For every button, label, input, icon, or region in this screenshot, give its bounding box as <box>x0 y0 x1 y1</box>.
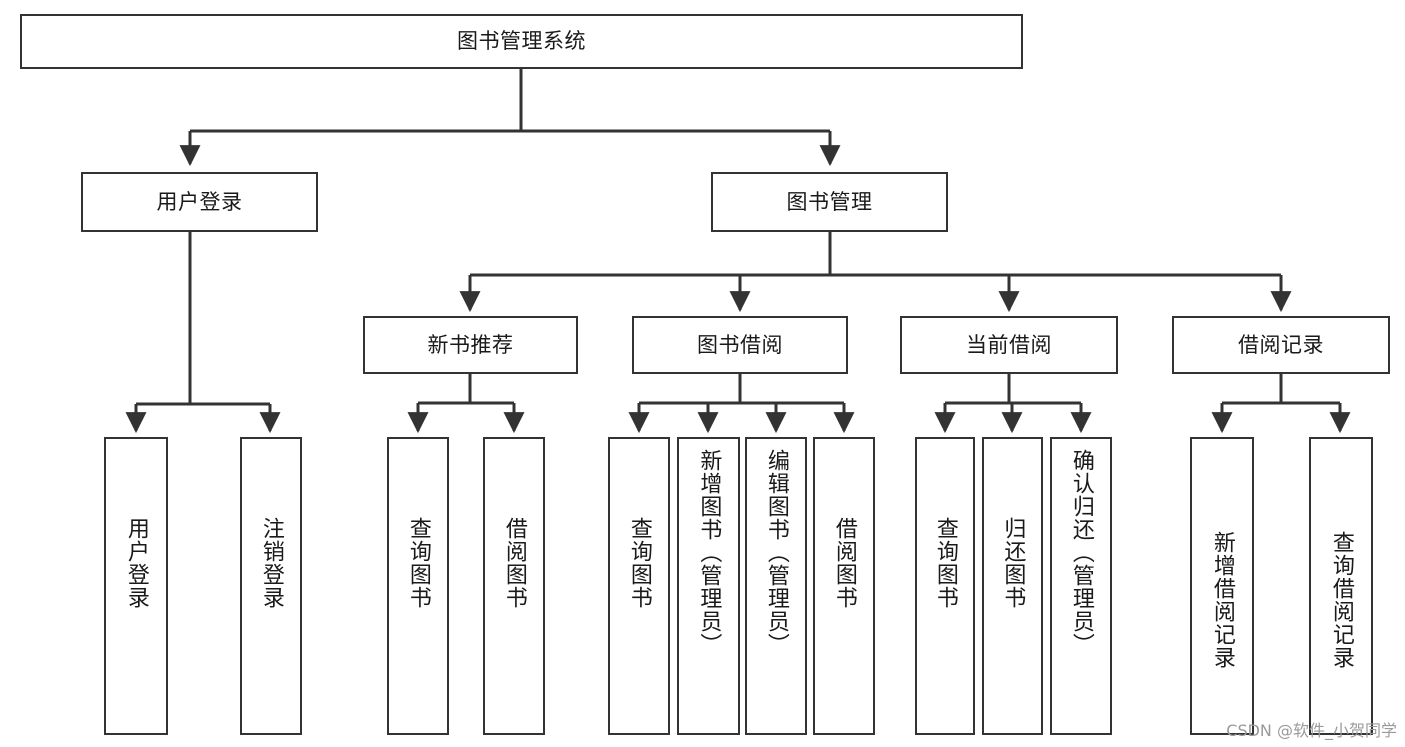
node-label: 新增图书（管理员） <box>696 449 722 656</box>
node-leaf-user-login[interactable]: 用户登录 <box>104 437 168 735</box>
node-leaf-borrow-book-2[interactable]: 借阅图书 <box>813 437 875 735</box>
node-label: 用户登录 <box>123 517 149 609</box>
node-label: 借阅图书 <box>501 517 527 609</box>
node-label: 注销登录 <box>258 517 284 609</box>
node-label: 借阅记录 <box>1238 332 1324 357</box>
node-user-login[interactable]: 用户登录 <box>81 172 318 232</box>
node-leaf-add-book[interactable]: 新增图书（管理员） <box>677 437 740 735</box>
node-book-manage[interactable]: 图书管理 <box>711 172 948 232</box>
node-label: 图书管理系统 <box>457 29 586 54</box>
node-label: 图书管理 <box>786 189 873 214</box>
node-borrow-record[interactable]: 借阅记录 <box>1172 316 1390 374</box>
node-leaf-query-book-1[interactable]: 查询图书 <box>387 437 449 735</box>
node-leaf-confirm-return[interactable]: 确认归还（管理员） <box>1050 437 1112 735</box>
node-leaf-user-logout[interactable]: 注销登录 <box>240 437 302 735</box>
node-leaf-add-record[interactable]: 新增借阅记录 <box>1190 437 1254 735</box>
node-label: 当前借阅 <box>966 332 1052 357</box>
node-label: 编辑图书（管理员） <box>763 449 789 656</box>
node-label: 新增借阅记录 <box>1209 531 1235 669</box>
node-leaf-query-book-3[interactable]: 查询图书 <box>915 437 975 735</box>
node-label: 用户登录 <box>156 189 243 214</box>
node-label: 新书推荐 <box>427 332 514 357</box>
node-label: 查询图书 <box>626 517 652 609</box>
node-leaf-return-book[interactable]: 归还图书 <box>982 437 1043 735</box>
node-label: 查询图书 <box>405 517 431 609</box>
node-current-borrow[interactable]: 当前借阅 <box>900 316 1118 374</box>
node-label: 查询借阅记录 <box>1328 531 1354 669</box>
node-leaf-query-record[interactable]: 查询借阅记录 <box>1309 437 1373 735</box>
node-label: 图书借阅 <box>697 332 783 357</box>
node-root-system[interactable]: 图书管理系统 <box>20 14 1023 69</box>
node-label: 借阅图书 <box>831 517 857 609</box>
node-leaf-edit-book[interactable]: 编辑图书（管理员） <box>745 437 807 735</box>
node-book-borrow[interactable]: 图书借阅 <box>632 316 848 374</box>
csdn-watermark: CSDN @软件_小贺同学 <box>1226 721 1397 740</box>
node-label: 查询图书 <box>932 517 958 609</box>
node-leaf-query-book-2[interactable]: 查询图书 <box>608 437 670 735</box>
node-new-book-rec[interactable]: 新书推荐 <box>363 316 578 374</box>
node-leaf-borrow-book-1[interactable]: 借阅图书 <box>483 437 545 735</box>
node-label: 归还图书 <box>1000 517 1026 609</box>
node-label: 确认归还（管理员） <box>1068 449 1094 656</box>
